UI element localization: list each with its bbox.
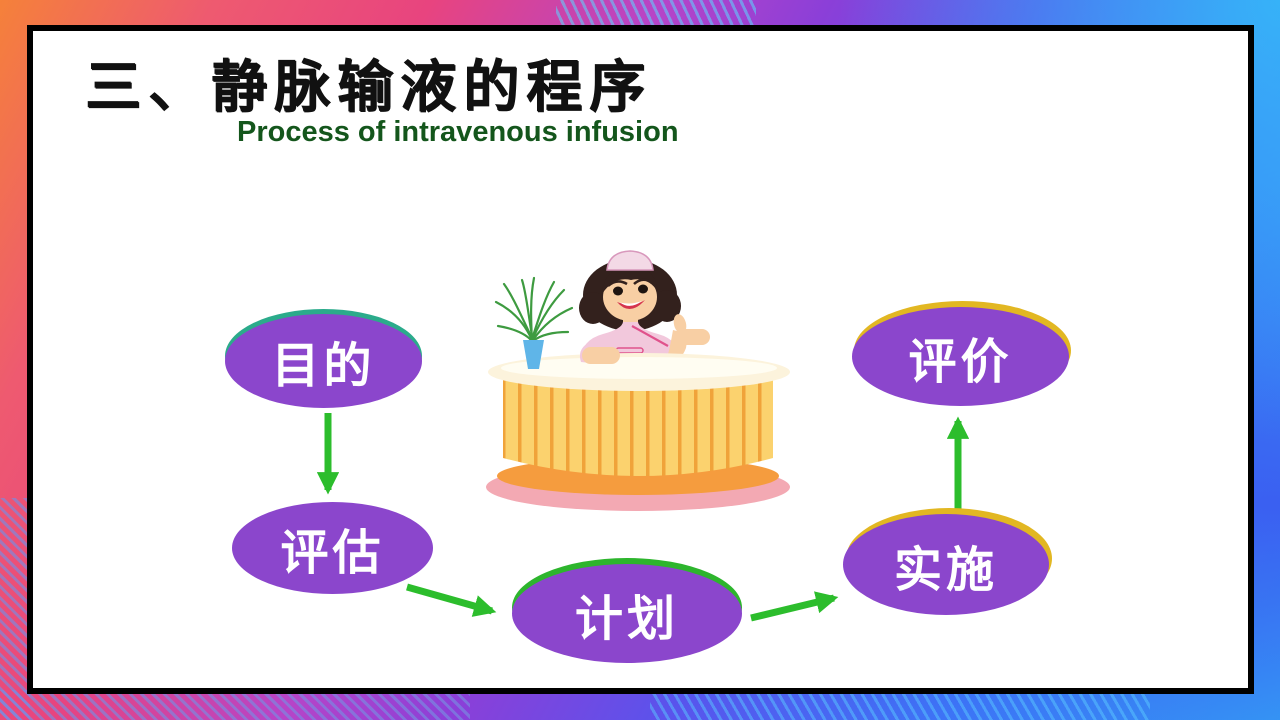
nurse-desk-illustration (486, 250, 790, 511)
flow-node-purpose: 目的 (225, 314, 422, 408)
flow-node-assessment: 评估 (232, 502, 433, 594)
decor-stripes-top (556, 0, 756, 27)
round-desk (486, 353, 790, 511)
potted-plant (494, 276, 574, 369)
flow-node-purpose-label: 目的 (271, 338, 376, 394)
flow-node-implementation: 实施 (843, 514, 1049, 615)
page-title: 三、静脉输液的程序 (85, 55, 652, 120)
flow-node-assessment-label: 评估 (280, 525, 385, 581)
flow-node-implementation-label: 实施 (893, 541, 998, 598)
flow-node-evaluation: 评价 (852, 307, 1069, 406)
page-subtitle: Process of intravenous infusion (237, 116, 679, 148)
decor-stripes-bottom-mid (650, 690, 1150, 720)
decor-stripes-left (0, 498, 30, 720)
flow-node-plan: 计划 (512, 564, 742, 663)
flow-node-plan-label: 计划 (574, 590, 679, 647)
flow-node-evaluation-label: 评价 (908, 333, 1013, 390)
decor-stripes-bottom-left (0, 690, 470, 720)
nurse (579, 250, 710, 388)
nurse-cap (606, 250, 654, 271)
